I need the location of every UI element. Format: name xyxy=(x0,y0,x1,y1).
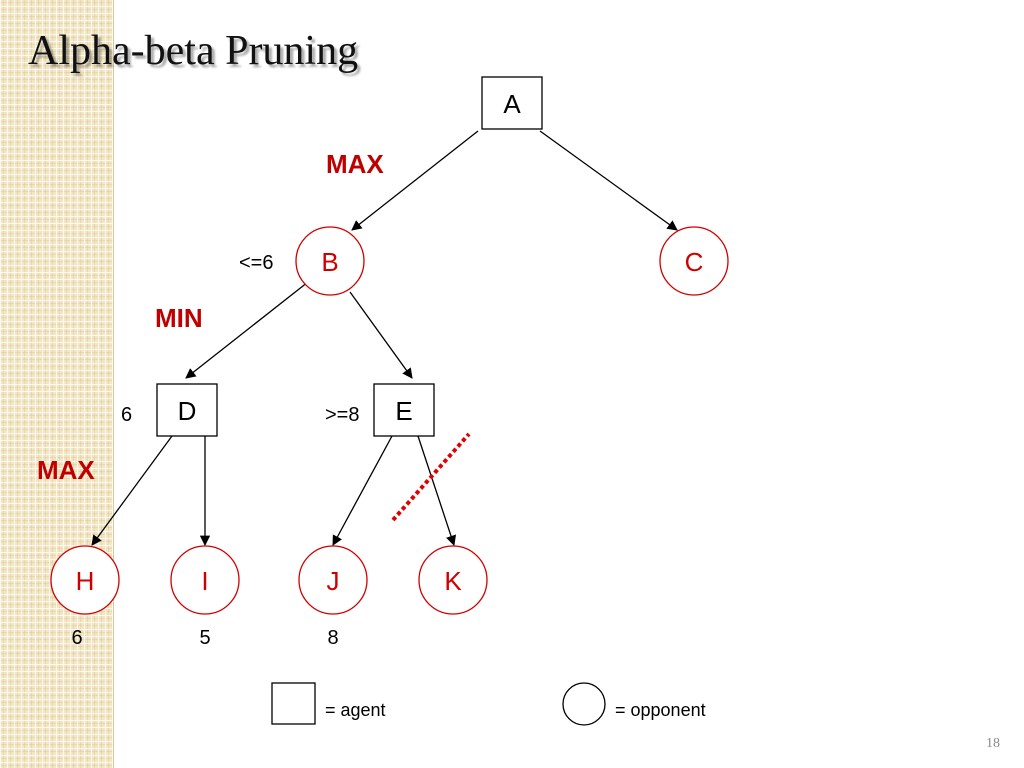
edge-e-k xyxy=(417,435,457,546)
decorative-side-strip xyxy=(0,0,114,768)
edge-a-c xyxy=(539,130,678,231)
node-e-value: >=8 xyxy=(325,404,359,426)
legend-opponent-circle-icon xyxy=(562,682,606,726)
node-j-value: 8 xyxy=(327,627,338,649)
node-h: H xyxy=(50,545,120,615)
node-a-label: A xyxy=(503,89,521,119)
node-c-label: C xyxy=(685,247,704,277)
edge-a-b xyxy=(351,130,479,231)
legend-opponent-label: = opponent xyxy=(615,700,706,720)
level-label-max-top: MAX xyxy=(326,149,384,179)
node-k: K xyxy=(418,545,488,615)
node-j-label: J xyxy=(327,566,340,596)
node-d-label: D xyxy=(178,396,197,426)
node-b-value: <=6 xyxy=(239,252,273,274)
node-j: J xyxy=(298,545,368,615)
slide-title: Alpha-beta Pruning xyxy=(28,28,359,74)
node-i: I xyxy=(170,545,240,615)
legend-agent-label: = agent xyxy=(325,700,386,720)
legend-agent-square-icon xyxy=(271,682,316,725)
slide-number: 18 xyxy=(986,736,1000,751)
edge-e-j xyxy=(332,435,393,546)
node-e: E xyxy=(373,383,435,437)
edge-b-d xyxy=(185,281,309,379)
level-label-min: MIN xyxy=(155,303,203,333)
node-d-value: 6 xyxy=(121,404,132,426)
legend-agent: = agent xyxy=(271,682,386,725)
edge-d-h xyxy=(91,435,173,546)
node-h-label: H xyxy=(76,566,95,596)
node-c: C xyxy=(659,226,729,296)
prune-cut-line xyxy=(391,432,471,522)
level-label-max-bottom: MAX xyxy=(37,455,95,485)
node-b: B xyxy=(295,226,365,296)
node-d: D xyxy=(156,383,218,437)
node-e-label: E xyxy=(395,396,412,426)
node-i-label: I xyxy=(201,566,208,596)
node-i-value: 5 xyxy=(199,627,210,649)
edge-b-e xyxy=(349,291,413,379)
node-b-label: B xyxy=(321,247,338,277)
node-k-label: K xyxy=(444,566,462,596)
legend-opponent: = opponent xyxy=(562,682,706,726)
node-h-value: 6 xyxy=(71,627,82,649)
node-a: A xyxy=(481,76,543,130)
